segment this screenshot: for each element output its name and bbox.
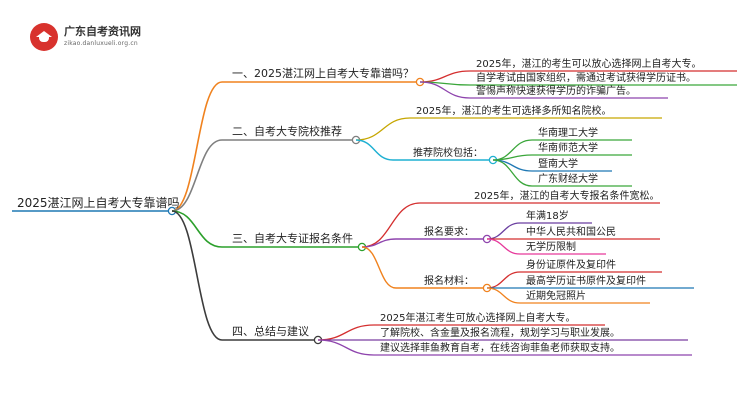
connector-line: [171, 210, 223, 341]
connector-line: [492, 159, 533, 172]
connector-line: [486, 271, 521, 289]
branch-node: 一、2025湛江网上自考大专靠谱吗？: [232, 66, 414, 80]
connector-line: [486, 222, 521, 240]
connector-line: [419, 70, 471, 83]
leaf-node: 华南师范大学: [538, 141, 598, 154]
leaf-node: 自学考试由国家组织，需通过考试获得学历证书。: [476, 71, 696, 84]
root-node: 2025湛江网上自考大专靠谱吗: [17, 195, 180, 210]
graduation-cap-icon: [30, 23, 58, 51]
leaf-node: 年满18岁: [526, 209, 569, 222]
connector-line: [361, 202, 421, 248]
leaf-node: 身份证原件及复印件: [526, 258, 616, 271]
branch-node: 二、自考大专院校推荐: [232, 124, 342, 138]
leaf-node: 2025年，湛江的考生可选择多所知名院校。: [416, 104, 611, 117]
connector-line: [171, 139, 223, 212]
leaf-node: 暨南大学: [538, 157, 578, 170]
connector-line: [171, 210, 223, 248]
connector-line: [317, 324, 375, 341]
logo-subtitle: zikao.danluxueli.org.cn: [64, 40, 138, 47]
leaf-node: 华南理工大学: [538, 126, 598, 139]
site-logo: 广东自考资讯网 zikao.danluxueli.org.cn: [30, 21, 230, 55]
leaf-node: 2025年，湛江的考生可以放心选择网上自考大专。: [476, 57, 701, 70]
connector-line: [492, 159, 533, 187]
connector-line: [355, 139, 394, 161]
connector-line: [171, 81, 223, 212]
connector-line: [486, 287, 521, 304]
leaf-node: 中华人民共和国公民: [526, 225, 616, 238]
branch-node: 三、自考大专证报名条件: [232, 231, 353, 245]
sub-branch-node: 报名要求：: [424, 225, 474, 238]
connector-line: [419, 81, 471, 99]
leaf-node: 警惕声称快速获得学历的诈骗广告。: [476, 84, 636, 97]
leaf-node: 最高学历证书原件及复印件: [526, 274, 646, 287]
connector-line: [355, 117, 411, 141]
sub-branch-node: 报名材料：: [424, 274, 474, 287]
connector-line: [317, 339, 375, 356]
branch-node: 四、总结与建议: [232, 324, 309, 338]
connector-line: [361, 238, 397, 248]
leaf-node: 2025年湛江考生可放心选择网上自考大专。: [380, 311, 575, 324]
leaf-node: 建议选择菲鱼教育自考，在线咨询菲鱼老师获取支持。: [380, 341, 620, 354]
logo-title: 广东自考资讯网: [64, 25, 141, 38]
connector-line: [492, 154, 533, 161]
sub-branch-node: 推荐院校包括：: [413, 146, 483, 159]
connector-line: [486, 238, 521, 255]
leaf-node: 无学历限制: [526, 240, 576, 253]
leaf-node: 广东财经大学: [538, 172, 598, 185]
leaf-node: 2025年，湛江的自考大专报名条件宽松。: [474, 189, 659, 202]
leaf-node: 近期免冠照片: [526, 289, 586, 302]
connector-line: [361, 246, 397, 289]
leaf-node: 了解院校、含金量及报名流程，规划学习与职业发展。: [380, 326, 620, 339]
